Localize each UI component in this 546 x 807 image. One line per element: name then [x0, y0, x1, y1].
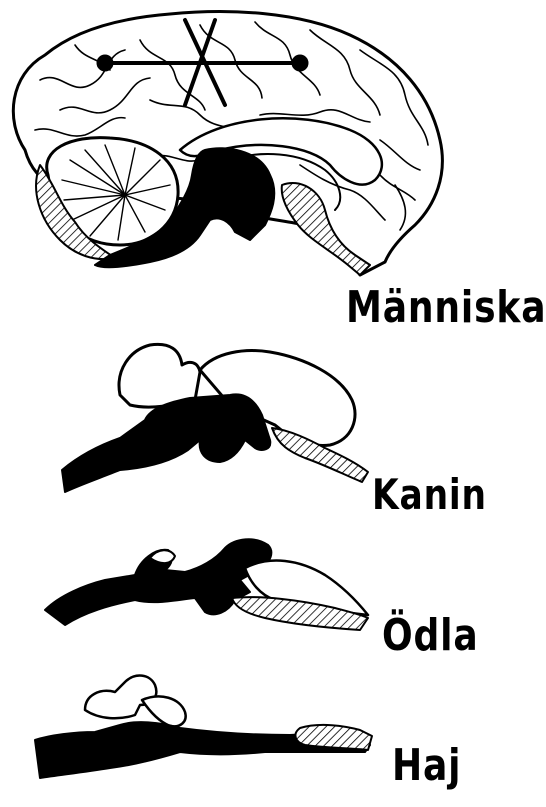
lizard-brain — [45, 539, 368, 630]
rabbit-brain — [62, 344, 368, 492]
human-brain — [13, 12, 442, 275]
label-rabbit: Kanin — [372, 470, 487, 519]
shark-brain — [35, 676, 372, 778]
shark-cerebellum — [85, 676, 156, 719]
label-lizard: Ödla — [382, 610, 479, 661]
shark-olfactory-hatched — [295, 725, 372, 750]
label-human: Människa — [346, 282, 546, 333]
rabbit-brainstem — [62, 394, 270, 492]
label-shark: Haj — [392, 740, 461, 791]
